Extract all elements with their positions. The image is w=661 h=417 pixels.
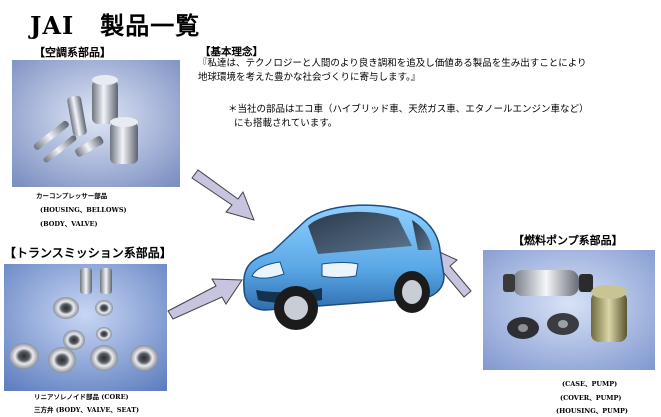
philosophy-line-1: 『私達は、テクノロジーと人間のより良き調和を追及し価値ある製品を生み出すことによ…: [198, 58, 587, 69]
eco-note-line-2: にも搭載されています。: [234, 118, 338, 129]
fuelpump-caption-3: (HOUSING、PUMP): [556, 407, 628, 415]
fuelpump-parts-photo: [483, 250, 655, 370]
fuelpump-caption-2: (COVER、PUMP): [560, 394, 622, 402]
aircon-heading: 【空調系部品】: [34, 46, 111, 59]
transmission-caption-1: リニアソレノイド部品 (CORE): [34, 393, 129, 401]
aircon-parts-photo: [12, 60, 180, 187]
page-title: JAI 製品一覧: [30, 6, 200, 41]
aircon-caption-1: カーコンプレッサー部品: [36, 192, 108, 200]
page-title-japanese: 製品一覧: [100, 11, 201, 40]
fuelpump-heading: 【燃料ポンプ系部品】: [513, 234, 623, 247]
philosophy-heading: 【基本理念】: [200, 46, 263, 58]
page-title-latin: JAI: [30, 11, 75, 40]
transmission-parts-photo: [4, 264, 167, 391]
eco-note-line-1: ＊当社の部品はエコ車（ハイブリッド車、天然ガス車、エタノールエンジン車など）: [228, 104, 589, 115]
philosophy-line-2: 地球環境を考えた豊かな社会づくりに寄与します。』: [198, 72, 421, 83]
transmission-caption-2: 三方弁 (BODY、VALVE、SEAT): [34, 406, 140, 414]
aircon-caption-2: (HOUSING、BELLOWS): [40, 206, 127, 214]
car-illustration: [226, 180, 456, 340]
arrow-transmission-to-car: [167, 278, 243, 320]
arrow-aircon-to-car: [191, 169, 255, 221]
transmission-heading: 【トランスミッション系部品】: [4, 246, 172, 260]
fuelpump-caption-1: (CASE、PUMP): [562, 380, 618, 388]
aircon-caption-3: (BODY、VALVE): [40, 220, 98, 228]
